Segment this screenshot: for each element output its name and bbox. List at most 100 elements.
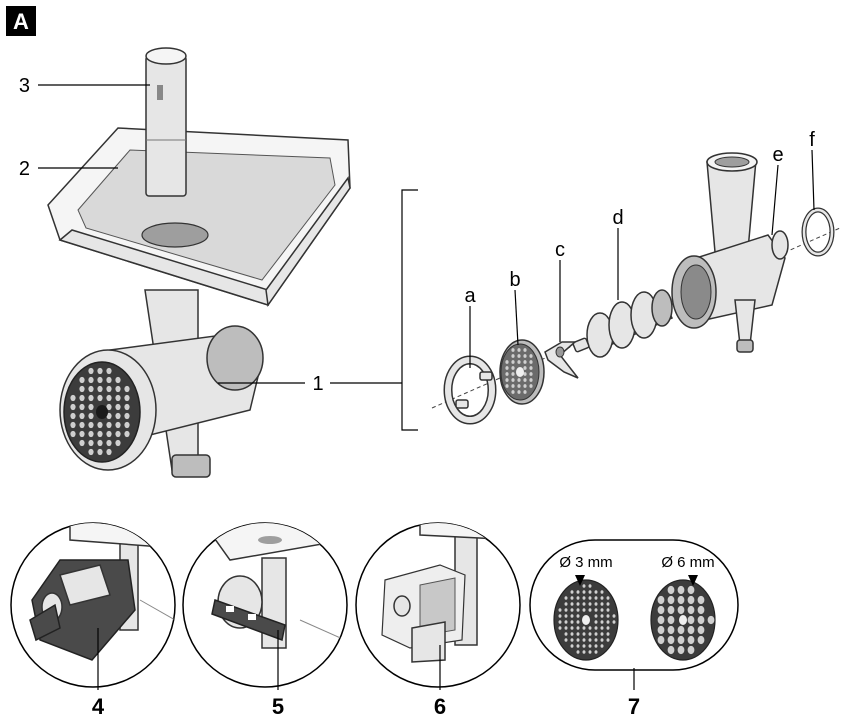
disc-hole xyxy=(106,368,111,374)
detail-circle-5 xyxy=(183,520,347,687)
disc-hole xyxy=(529,384,532,388)
leader-e xyxy=(772,165,778,235)
disc-hole xyxy=(523,360,526,364)
label-c: c xyxy=(555,239,565,261)
disc-hole xyxy=(583,638,586,642)
housing-leg xyxy=(735,300,755,345)
disc-hole xyxy=(97,422,102,428)
disc-hole xyxy=(601,620,604,624)
disc-hole xyxy=(106,377,111,383)
disc-hole xyxy=(595,614,598,618)
disc-hole xyxy=(678,646,685,654)
disc-hole xyxy=(565,596,568,600)
disc-hole xyxy=(115,440,120,446)
disc-hole xyxy=(601,614,604,618)
screw-head xyxy=(652,290,672,326)
disc-hole xyxy=(577,614,580,618)
disc-hole xyxy=(559,620,562,624)
disc-hole xyxy=(595,620,598,624)
disc-hole xyxy=(668,646,675,654)
size-coarse: Ø 6 mm xyxy=(661,554,714,571)
disc-hole xyxy=(589,626,592,630)
disc-hole xyxy=(517,378,520,382)
disc-hole xyxy=(658,596,665,604)
disc-hole xyxy=(124,422,129,428)
disc-hole xyxy=(70,404,75,410)
label-d: d xyxy=(612,207,623,229)
disc-hole xyxy=(115,386,120,392)
disc-hole xyxy=(511,360,514,364)
disc-hole xyxy=(589,584,592,588)
disc-hole xyxy=(658,616,665,624)
label-1: 1 xyxy=(312,373,323,395)
exploded-view xyxy=(432,153,840,420)
disc-hole xyxy=(88,449,93,455)
disc-hole xyxy=(607,620,610,624)
disc-hole xyxy=(595,638,598,642)
disc-hole xyxy=(589,632,592,636)
disc-hole xyxy=(678,626,685,634)
disc-hole xyxy=(505,372,508,376)
disc-hole xyxy=(571,614,574,618)
disc-hole xyxy=(571,620,574,624)
disc-hole xyxy=(577,638,580,642)
size-fine: Ø 3 mm xyxy=(559,554,612,571)
housing-end xyxy=(207,326,263,390)
disc-hole xyxy=(529,378,532,382)
disc-hole xyxy=(577,626,580,630)
disc-hole xyxy=(511,372,514,376)
disc-hole xyxy=(678,586,685,594)
disc-hole xyxy=(79,422,84,428)
badge-letter: A xyxy=(13,9,29,34)
feed-tube xyxy=(707,160,756,252)
disc-hole xyxy=(577,590,580,594)
disc-hole xyxy=(115,422,120,428)
disc-hole xyxy=(106,449,111,455)
disc-hole xyxy=(708,616,715,624)
disc-hole xyxy=(97,395,102,401)
disc-hole xyxy=(88,440,93,446)
disc-hole xyxy=(668,596,675,604)
disc-hole xyxy=(79,386,84,392)
disc-hole xyxy=(678,606,685,614)
disc-hole xyxy=(658,626,665,634)
disc-hole xyxy=(613,620,616,624)
disc-hole xyxy=(571,596,574,600)
label-6: 6 xyxy=(434,694,446,719)
disc-hole xyxy=(688,646,695,654)
leader-b xyxy=(515,290,518,345)
disc-hole xyxy=(505,378,508,382)
disc-hole xyxy=(517,384,520,388)
disc-hole xyxy=(559,626,562,630)
disc-hole xyxy=(124,404,129,410)
label-3: 3 xyxy=(19,75,30,97)
disc-hole xyxy=(589,590,592,594)
disc-hole xyxy=(571,590,574,594)
disc-hole xyxy=(529,360,532,364)
disc-hole xyxy=(589,596,592,600)
disc-hole xyxy=(698,606,705,614)
disc-hole xyxy=(124,413,129,419)
disc-hole xyxy=(571,638,574,642)
detail-circle-7: Ø 3 mm Ø 6 mm xyxy=(530,540,738,670)
disc-hole xyxy=(511,390,514,394)
disc-hole xyxy=(658,636,665,644)
disc-hole xyxy=(658,606,665,614)
disc-hole xyxy=(668,586,675,594)
disc-hole xyxy=(571,602,574,606)
disc-hole xyxy=(88,386,93,392)
disc-hole xyxy=(601,644,604,648)
disc-hole xyxy=(124,395,129,401)
pusher xyxy=(146,56,186,196)
disc-hole xyxy=(106,422,111,428)
disc-hole xyxy=(88,422,93,428)
detail-circle-4 xyxy=(11,520,175,687)
disc-hole xyxy=(511,384,514,388)
disc-hole xyxy=(97,377,102,383)
disc-hole xyxy=(79,377,84,383)
disc-hole xyxy=(688,606,695,614)
mincer-foot xyxy=(172,455,210,477)
disc-hole xyxy=(577,644,580,648)
disc-hole xyxy=(577,608,580,612)
